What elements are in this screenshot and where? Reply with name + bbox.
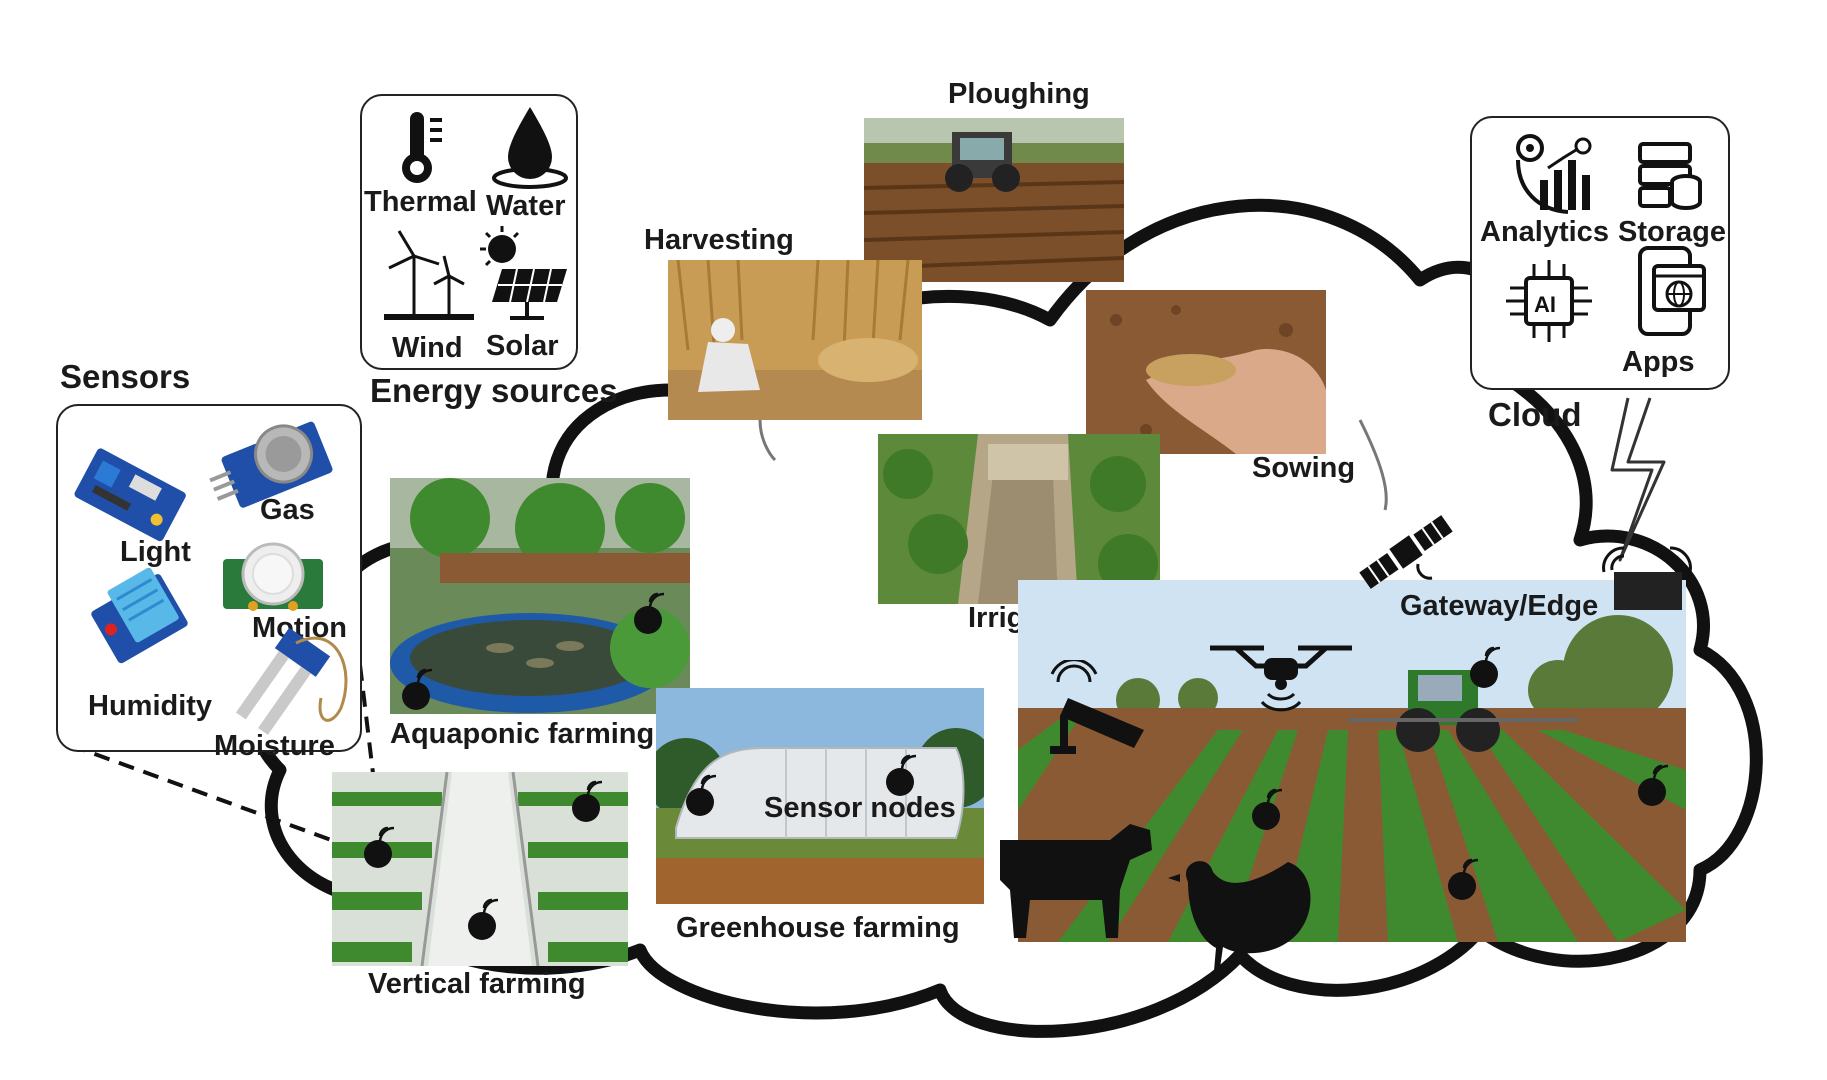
sensor-label-humidity: Humidity <box>88 690 213 722</box>
sensor-node <box>402 668 433 710</box>
thermal-icon <box>402 112 442 183</box>
cloud-title: Cloud <box>1488 396 1582 433</box>
sensor-node <box>572 780 603 822</box>
activity-label-sowing: Sowing <box>1252 452 1356 484</box>
hen-icon <box>1168 861 1311 982</box>
ploughing-photo <box>864 118 1124 282</box>
farming-label-aquaponic: Aquaponic farming <box>390 718 655 750</box>
drone-icon <box>1210 645 1352 712</box>
apps-icon <box>1638 246 1706 336</box>
irrigation-photo <box>878 434 1160 604</box>
sensor-node <box>1252 788 1283 830</box>
farming-label-greenhouse: Greenhouse farming <box>676 912 960 944</box>
cloud-label-apps: Apps <box>1622 346 1695 378</box>
energy-sources-box: Thermal Water Wind Solar <box>360 94 578 370</box>
sensor-label-light: Light <box>120 536 191 568</box>
cloud-label-storage: Storage <box>1618 216 1726 248</box>
water-icon <box>492 107 568 189</box>
wind-icon <box>384 230 474 320</box>
energy-label-solar: Solar <box>486 330 559 362</box>
sensor-nodes-label: Sensor nodes <box>764 792 956 824</box>
sensors-box: Light Gas Motion Humidity <box>56 404 362 761</box>
harvesting-photo <box>668 260 922 420</box>
light-sensor-icon <box>74 448 186 542</box>
analytics-icon <box>1516 134 1592 214</box>
sensors-title: Sensors <box>60 358 191 395</box>
sensor-label-gas: Gas <box>260 494 315 526</box>
gateway-label: Gateway/Edge <box>1400 590 1599 622</box>
farming-label-vertical: Vertical farming <box>368 968 586 1000</box>
satellite-icon <box>1359 515 1453 589</box>
gas-sensor-icon <box>209 421 333 508</box>
cloud-services-box: Analytics Storage AI Apps <box>1470 116 1730 390</box>
sensor-node <box>686 774 717 816</box>
sensor-node <box>634 592 665 634</box>
energy-label-water: Water <box>486 190 566 222</box>
sensor-node <box>468 898 499 940</box>
aquaponic-photo <box>390 478 690 714</box>
energy-sources-title: Energy sources <box>370 372 618 409</box>
gateway-device <box>1614 572 1682 610</box>
activity-label-harvesting: Harvesting <box>644 224 794 256</box>
activity-label-ploughing: Ploughing <box>948 78 1090 110</box>
vertical-farming-photo <box>332 772 628 966</box>
sowing-photo <box>1086 290 1326 454</box>
cow-icon <box>1000 824 1152 938</box>
sensor-label-moisture: Moisture <box>214 730 335 762</box>
cloud-label-analytics: Analytics <box>1480 216 1609 248</box>
gateway-signal-icon <box>1602 546 1692 573</box>
energy-label-wind: Wind <box>392 332 463 364</box>
sensor-node <box>886 754 917 796</box>
motion-sensor-icon <box>223 542 323 611</box>
sensor-node <box>364 826 395 868</box>
sensor-node <box>1470 646 1501 688</box>
sensor-node <box>1448 858 1479 900</box>
storage-icon <box>1638 142 1702 210</box>
camera-icon <box>1050 660 1144 754</box>
sensor-node <box>1638 764 1669 806</box>
solar-icon <box>480 226 567 320</box>
energy-label-thermal: Thermal <box>364 186 477 218</box>
moisture-sensor-icon <box>235 628 348 735</box>
greenhouse-photo: Sensor nodes <box>656 688 984 904</box>
ai-chip-icon <box>1506 260 1592 342</box>
ai-chip-label: AI <box>1534 292 1556 317</box>
humidity-sensor-icon <box>91 568 188 664</box>
